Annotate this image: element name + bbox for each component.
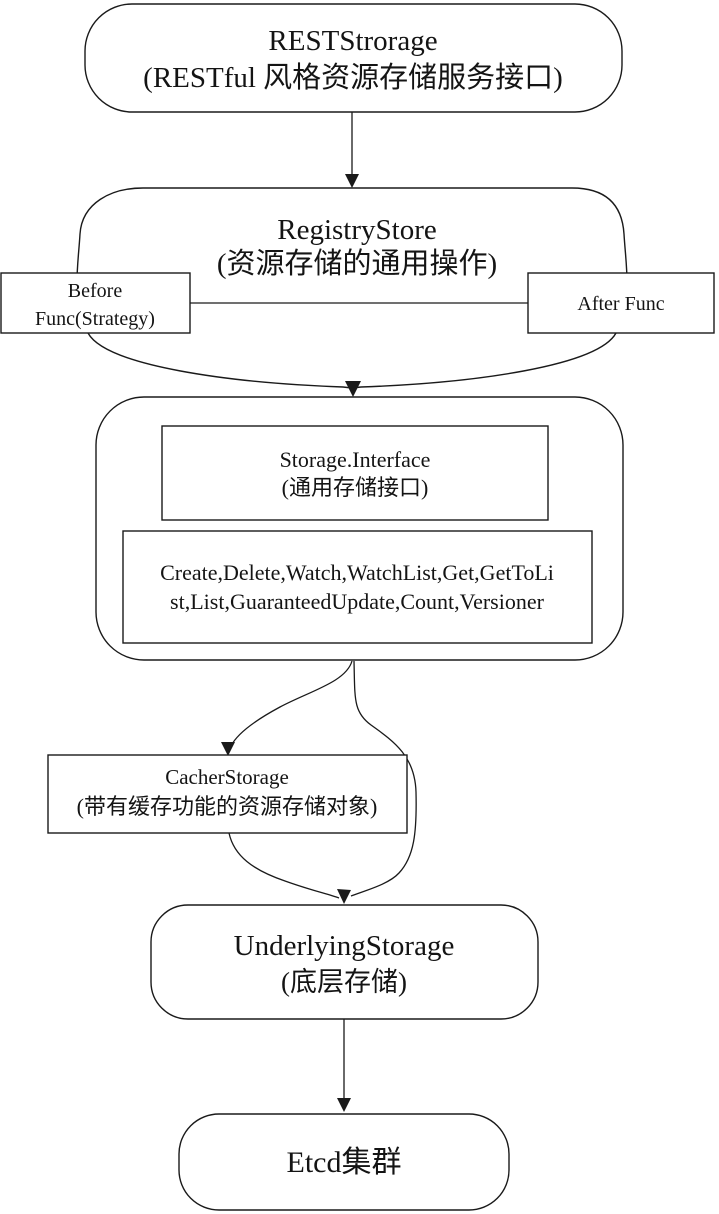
node-before-func: [0, 272, 191, 334]
underlying-storage-subtitle: (底层存储): [281, 967, 407, 997]
node-after-func: [527, 272, 715, 334]
underlying-storage-title: UnderlyingStorage: [234, 930, 455, 962]
arrowhead-rest-to-registry-icon: [345, 174, 359, 188]
node-etcd: [178, 1113, 510, 1211]
node-rest-storage: [84, 3, 623, 113]
after-func-label: After Func: [577, 293, 664, 315]
node-cacher-storage: [47, 754, 408, 834]
node-interface-methods: [122, 530, 593, 644]
arrowhead-underlying-icon: [337, 889, 351, 904]
arrowhead-etcd-icon: [337, 1098, 351, 1112]
edge-container-to-underlying: [350, 660, 417, 897]
cacher-storage-title: CacherStorage: [165, 765, 289, 789]
arrowhead-cacher-icon: [221, 742, 235, 756]
cacher-storage-subtitle: (带有缓存功能的资源存储对象): [77, 794, 378, 819]
edge-container-to-cacher: [230, 660, 353, 747]
rest-storage-subtitle: (RESTful 风格资源存储服务接口): [143, 61, 563, 94]
before-func-line2: Func(Strategy): [35, 308, 155, 330]
etcd-label: Etcd集群: [287, 1146, 402, 1179]
node-storage-interface: [161, 425, 549, 521]
storage-interface-title: Storage.Interface: [280, 447, 431, 472]
registry-store-subtitle: (资源存储的通用操作): [217, 247, 497, 280]
registry-store-title: RegistryStore: [277, 214, 437, 246]
before-func-line1: Before: [68, 280, 123, 302]
rest-storage-title: RESTStrorage: [268, 25, 437, 57]
interface-methods-line1: Create,Delete,Watch,WatchList,Get,GetToL…: [160, 560, 554, 585]
node-underlying-storage: [150, 904, 539, 1020]
interface-methods-line2: st,List,GuaranteedUpdate,Count,Versioner: [170, 589, 545, 614]
arrowhead-registry-to-container-icon: [345, 381, 361, 397]
storage-interface-subtitle: (通用存储接口): [282, 475, 429, 500]
edge-cacher-to-underlying: [228, 832, 340, 899]
